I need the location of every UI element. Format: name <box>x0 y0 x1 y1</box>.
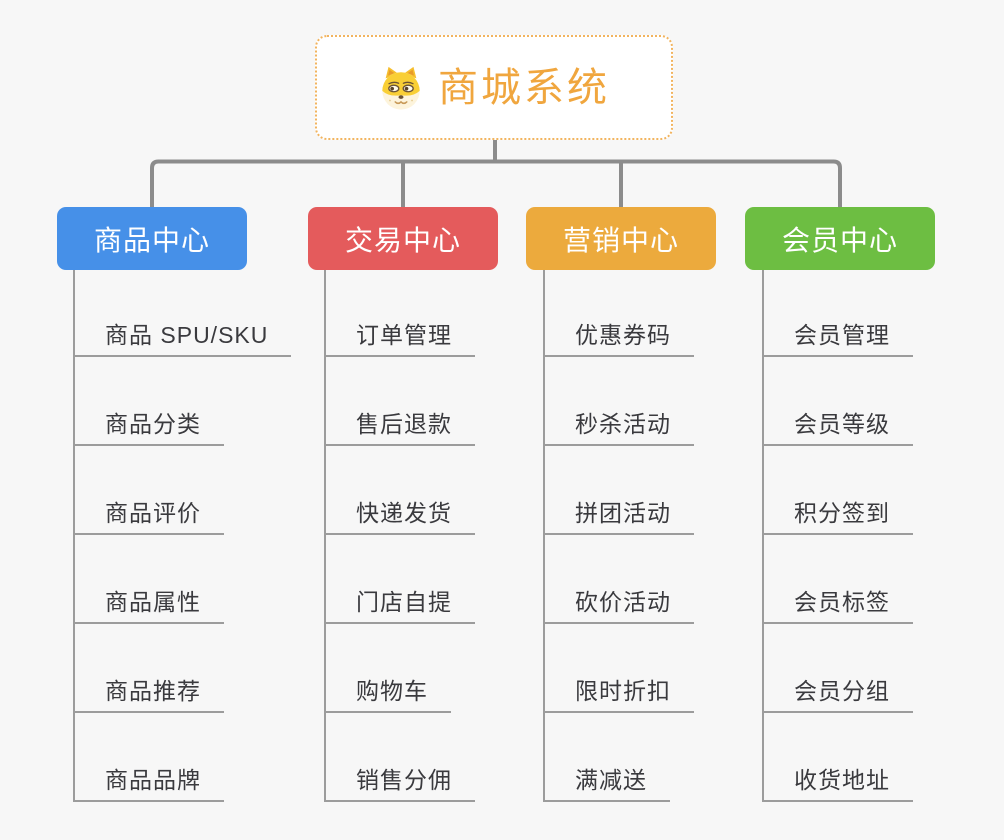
leaf-topic[interactable]: 秒杀活动 <box>545 406 694 446</box>
branch-column-1: 商品 SPU/SKU 商品分类商品评价商品属性商品推荐商品品牌 <box>73 270 313 802</box>
leaf-topic[interactable]: 商品推荐 <box>75 673 224 713</box>
leaf-topic[interactable]: 商品评价 <box>75 495 224 535</box>
leaf-topic[interactable]: 收货地址 <box>764 762 913 802</box>
leaf-topic[interactable]: 商品 SPU/SKU <box>75 317 292 357</box>
leaf-topic[interactable]: 商品属性 <box>75 584 224 624</box>
branch-node-2[interactable]: 交易中心 <box>308 207 498 270</box>
branch-column-2: 订单管理售后退款快递发货门店自提购物车销售分佣 <box>324 270 564 802</box>
dog-face-icon <box>382 66 420 110</box>
leaf-topic[interactable]: 门店自提 <box>326 584 475 624</box>
leaf-topic[interactable]: 购物车 <box>326 673 451 713</box>
leaf-topic[interactable]: 订单管理 <box>326 317 475 357</box>
leaf-topic[interactable]: 限时折扣 <box>545 673 694 713</box>
leaf-topic[interactable]: 销售分佣 <box>326 762 475 802</box>
leaf-topic[interactable]: 会员分组 <box>764 673 913 713</box>
branch-column-3: 优惠券码秒杀活动拼团活动砍价活动限时折扣满减送 <box>543 270 783 802</box>
leaf-topic[interactable]: 优惠券码 <box>545 317 694 357</box>
leaf-topic[interactable]: 积分签到 <box>764 495 913 535</box>
leaf-topic[interactable]: 满减送 <box>545 762 670 802</box>
leaf-topic[interactable]: 商品品牌 <box>75 762 224 802</box>
branch-node-4[interactable]: 会员中心 <box>745 207 935 270</box>
branch-node-3[interactable]: 营销中心 <box>526 207 716 270</box>
branch-label: 商品中心 <box>93 224 210 256</box>
leaf-topic[interactable]: 售后退款 <box>326 406 475 446</box>
leaf-topic[interactable]: 快递发货 <box>326 495 475 535</box>
root-node-mall-system[interactable]: 商城系统 <box>315 35 673 140</box>
leaf-topic[interactable]: 砍价活动 <box>545 584 694 624</box>
leaf-topic[interactable]: 会员管理 <box>764 317 913 357</box>
leaf-topic[interactable]: 会员标签 <box>764 584 913 624</box>
branch-label: 会员中心 <box>781 224 898 256</box>
leaf-topic[interactable]: 商品分类 <box>75 406 224 446</box>
branch-column-4: 会员管理会员等级积分签到会员标签会员分组收货地址 <box>762 270 1002 802</box>
leaf-topic[interactable]: 拼团活动 <box>545 495 694 535</box>
leaf-topic[interactable]: 会员等级 <box>764 406 913 446</box>
branch-node-1[interactable]: 商品中心 <box>57 207 247 270</box>
root-title: 商城系统 <box>438 65 610 110</box>
branch-label: 交易中心 <box>344 224 461 256</box>
branch-label: 营销中心 <box>562 224 679 256</box>
